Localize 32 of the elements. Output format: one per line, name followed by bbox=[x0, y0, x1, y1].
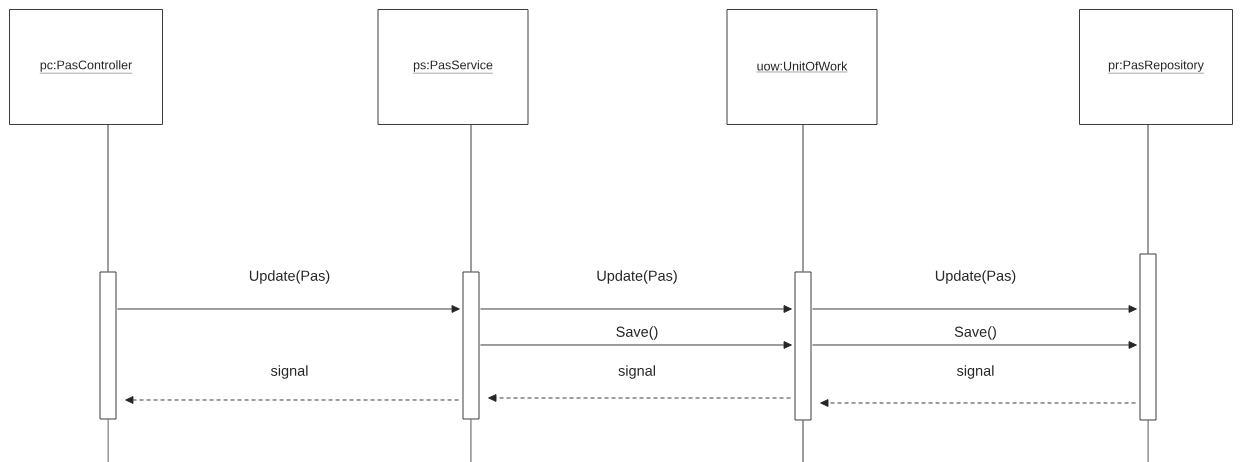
lifeline-box: pc:PasController bbox=[9, 9, 163, 125]
activation-bar bbox=[1139, 253, 1157, 421]
message-arrow bbox=[117, 305, 460, 313]
message-label: signal bbox=[956, 365, 994, 379]
lifeline bbox=[802, 420, 804, 462]
lifeline bbox=[1147, 420, 1149, 462]
message-arrow bbox=[480, 341, 792, 349]
lifeline bbox=[1147, 124, 1149, 254]
message-label: Update(Pas) bbox=[935, 270, 1016, 284]
lifeline-box: ps:PasService bbox=[377, 9, 529, 125]
message-label: Save() bbox=[616, 326, 658, 340]
lifeline bbox=[107, 419, 109, 462]
message-label: Update(Pas) bbox=[249, 270, 330, 284]
lifeline bbox=[470, 419, 472, 462]
message-arrow bbox=[812, 341, 1137, 349]
activation-bar bbox=[462, 271, 480, 420]
message-label: signal bbox=[271, 365, 308, 379]
message-arrow bbox=[125, 396, 459, 404]
lifeline bbox=[107, 124, 109, 272]
message-label: Update(Pas) bbox=[597, 270, 677, 284]
lifeline-box: uow:UnitOfWork bbox=[726, 9, 878, 125]
activation-bar bbox=[99, 271, 117, 420]
message-arrow bbox=[480, 305, 792, 313]
lifeline bbox=[470, 124, 472, 272]
message-label: signal bbox=[618, 365, 655, 379]
message-arrow bbox=[812, 305, 1137, 313]
lifeline-box: pr:PasRepository bbox=[1079, 9, 1233, 125]
message-arrow bbox=[820, 399, 1136, 407]
lifeline bbox=[802, 124, 804, 272]
message-label: Save() bbox=[954, 326, 996, 340]
activation-bar bbox=[794, 271, 812, 421]
message-arrow bbox=[488, 394, 791, 402]
